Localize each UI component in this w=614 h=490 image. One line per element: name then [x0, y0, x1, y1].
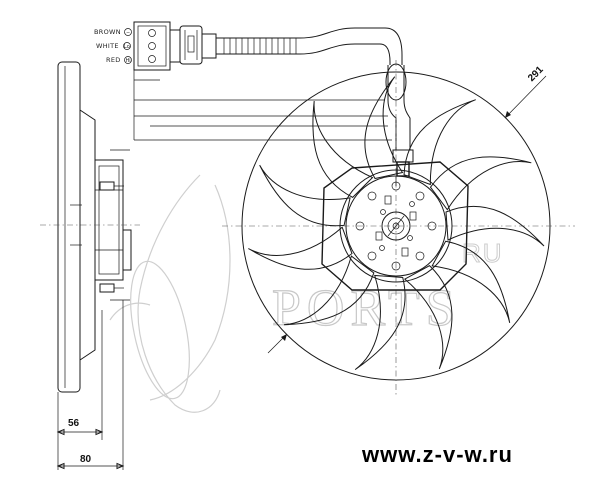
wire-code-ring-white	[123, 42, 131, 50]
fan-blades	[248, 76, 545, 371]
guide-lines	[134, 99, 392, 141]
wire-code-brown: −	[126, 30, 130, 36]
fan-blade	[403, 265, 453, 370]
dimension-depth-outer: 80	[80, 454, 92, 465]
wire-code-red: Hi	[126, 58, 131, 64]
fan-blade	[364, 76, 404, 180]
fan-hub	[321, 161, 469, 291]
fan-blade	[429, 156, 532, 211]
dimension-diameter: 291	[526, 64, 546, 84]
wire-label-brown: BROWN	[94, 28, 121, 36]
watermark-text-large: PORTS	[272, 280, 461, 337]
watermark-text-small: RU	[462, 238, 504, 268]
wire-label-red: RED	[106, 56, 121, 64]
fan-blade	[403, 99, 476, 186]
dimension-depth-inner: 56	[68, 418, 80, 429]
wire-code-ring-red	[124, 56, 132, 64]
website-url: www.z-v-w.ru	[361, 442, 513, 467]
fan-blade	[283, 255, 375, 326]
watermark: RU PORTS	[109, 174, 504, 413]
fan-blade	[312, 100, 374, 198]
wire-code-white: Lo	[124, 44, 130, 50]
fan-blade	[354, 274, 406, 371]
fan-front-view	[222, 60, 575, 395]
dimension-lines	[56, 300, 125, 470]
wire-label-white: WHITE	[96, 42, 119, 50]
watermark-logo	[109, 174, 231, 413]
fan-blade	[259, 164, 351, 227]
fan-blade	[248, 226, 353, 270]
diameter-dimension	[267, 75, 547, 354]
side-view-ring	[57, 61, 81, 393]
wire-code-ring-brown	[124, 28, 132, 36]
connector-plug	[133, 21, 217, 140]
side-view	[40, 61, 140, 393]
fan-blade	[431, 240, 511, 323]
fan-blade	[445, 205, 545, 247]
wire-legend: BROWN − WHITE Lo RED Hi	[94, 28, 132, 64]
